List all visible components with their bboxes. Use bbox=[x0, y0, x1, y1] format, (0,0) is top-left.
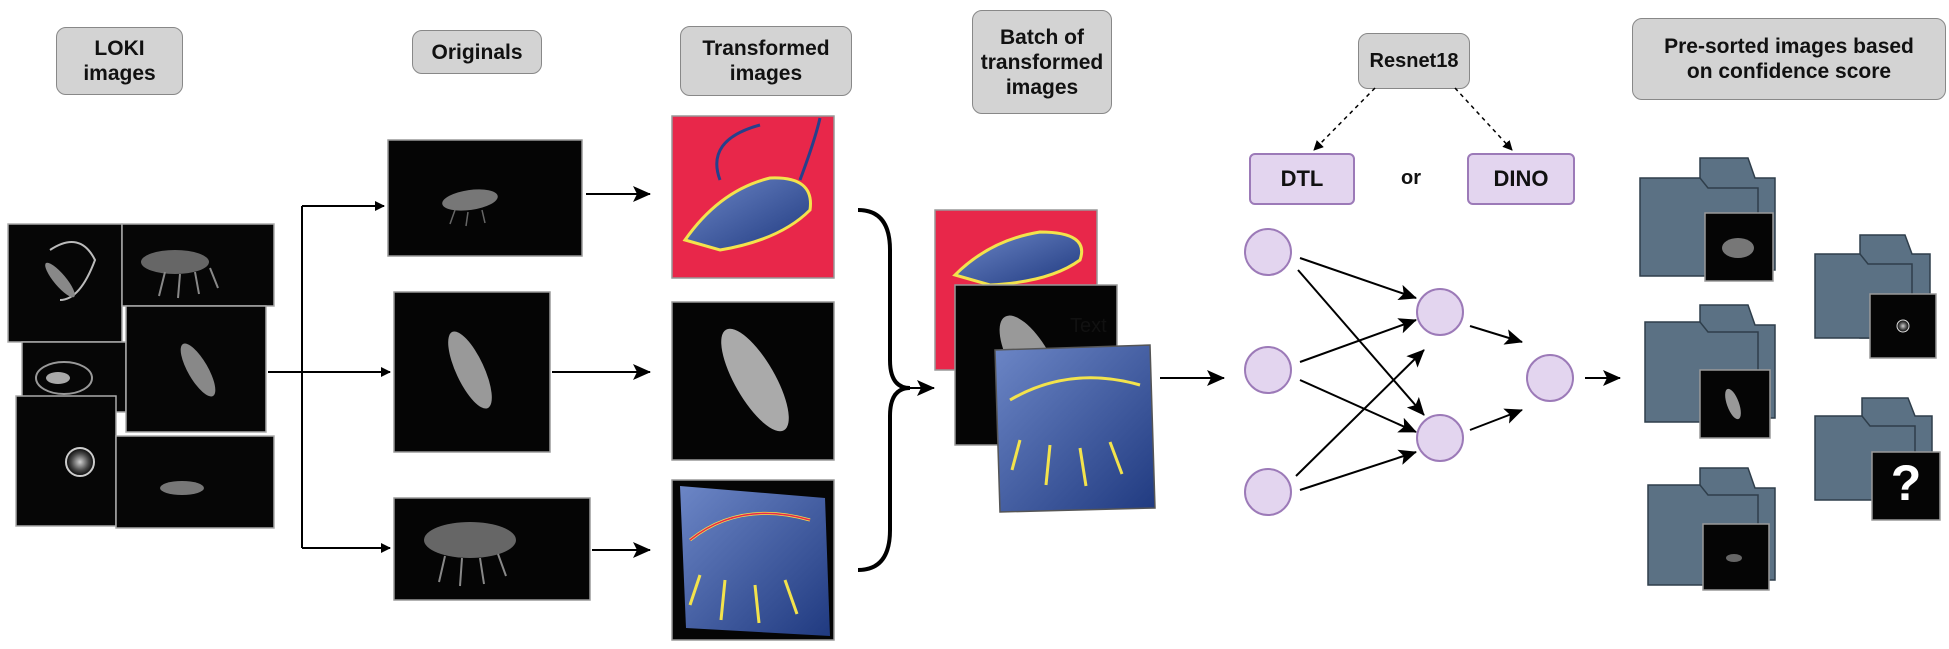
hidden-node-1 bbox=[1416, 288, 1464, 336]
originals-label: Originals bbox=[412, 30, 542, 74]
loki-images-label: LOKI images bbox=[56, 27, 183, 95]
unknown-question-icon: ? bbox=[1891, 455, 1922, 511]
batch-brace bbox=[857, 208, 911, 572]
input-node-2 bbox=[1244, 346, 1292, 394]
batch-overlay-text: Text bbox=[1070, 315, 1107, 337]
resnet18-label: Resnet18 bbox=[1358, 33, 1470, 89]
folder-2 bbox=[1644, 304, 1776, 439]
dtl-box: DTL bbox=[1249, 153, 1355, 205]
transformed-images bbox=[671, 115, 835, 641]
folder-1 bbox=[1639, 157, 1776, 282]
loki-collage bbox=[7, 223, 275, 529]
original-images bbox=[387, 139, 591, 601]
folder-3 bbox=[1647, 467, 1776, 591]
folder-4 bbox=[1814, 234, 1937, 359]
output-label: Pre-sorted images based on confidence sc… bbox=[1632, 18, 1946, 100]
batch-label: Batch of transformed images bbox=[972, 10, 1112, 114]
input-node-1 bbox=[1244, 228, 1292, 276]
hidden-node-2 bbox=[1416, 414, 1464, 462]
resnet-branch-arrows bbox=[1313, 87, 1513, 151]
dino-box: DINO bbox=[1467, 153, 1575, 205]
loki-arrows bbox=[268, 201, 391, 553]
output-node bbox=[1526, 354, 1574, 402]
neural-network bbox=[1244, 228, 1621, 516]
batch-stack: Text bbox=[934, 209, 1156, 513]
transform-arrows bbox=[552, 186, 651, 558]
or-text: or bbox=[1401, 167, 1421, 189]
folder-5: ? bbox=[1814, 397, 1941, 521]
transformed-images-label: Transformed images bbox=[680, 26, 852, 96]
input-node-3 bbox=[1244, 468, 1292, 516]
sorted-folders: ? bbox=[1639, 157, 1941, 591]
